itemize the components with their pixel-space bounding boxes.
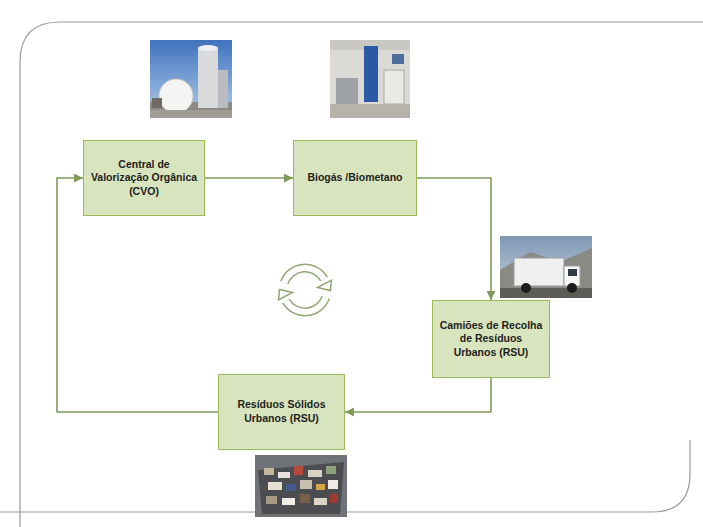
truck-photo (500, 236, 592, 298)
process-box: Central de Valorização Orgânica (CVO) (83, 140, 205, 216)
process-box: Biogás /Biometano (293, 140, 417, 216)
box-label: Central de Valorização Orgânica (CVO) (90, 158, 198, 199)
plant-photo (150, 40, 232, 118)
process-box: Resíduos Sólidos Urbanos (RSU) (218, 374, 345, 450)
lab-photo (330, 40, 410, 118)
box-label: Resíduos Sólidos Urbanos (RSU) (225, 398, 338, 425)
process-box: Camiões de Recolha de Resíduos Urbanos (… (432, 300, 550, 378)
box-label: Biogás /Biometano (307, 171, 402, 185)
flow-arrow (205, 177, 293, 179)
flow-arrow (345, 378, 491, 412)
waste-photo (255, 455, 347, 517)
cycle-symbol (279, 268, 332, 312)
slide-frame (20, 22, 703, 527)
flow-arrow (417, 178, 491, 300)
box-label: Camiões de Recolha de Resíduos Urbanos (… (439, 319, 543, 360)
